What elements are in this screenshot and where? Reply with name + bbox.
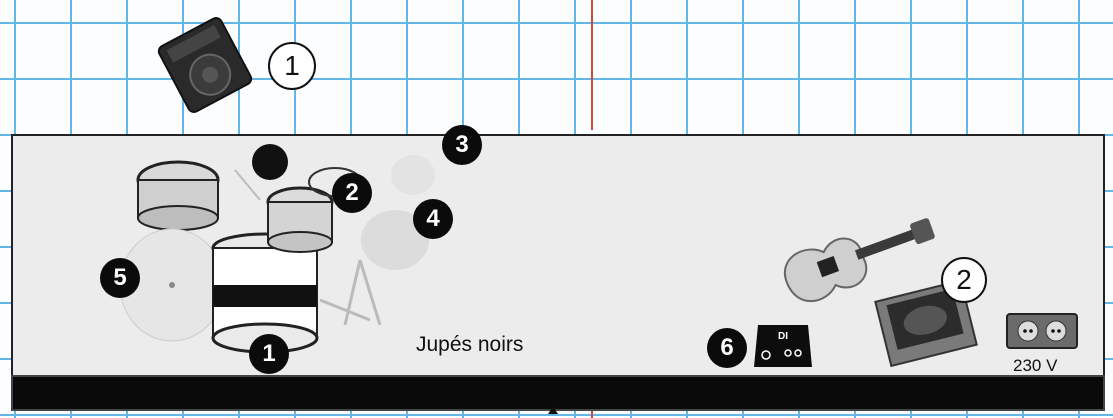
power-outlet-icon (1006, 313, 1078, 349)
center-line-top (591, 0, 593, 130)
center-marker-icon (548, 406, 558, 414)
stage-skirts-label: Jupés noirs (416, 333, 524, 356)
marker-2-drums: 2 (332, 173, 372, 213)
svg-text:DI: DI (778, 331, 788, 342)
marker-1-monitor: 1 (268, 42, 316, 90)
amplifier-icon (874, 279, 978, 368)
monitor-speaker-icon (157, 17, 253, 113)
power-label: 230 V (1013, 356, 1058, 375)
drum-kit-icon (119, 144, 435, 354)
marker-3: 3 (442, 125, 482, 165)
marker-5: 5 (100, 258, 140, 298)
stage-front-edge (11, 375, 1105, 411)
di-box-icon: DI (754, 325, 812, 367)
bass-guitar-icon (783, 218, 935, 303)
marker-1-drums: 1 (249, 334, 289, 374)
marker-4: 4 (413, 199, 453, 239)
marker-2-amp: 2 (941, 257, 987, 303)
marker-6: 6 (707, 328, 747, 368)
